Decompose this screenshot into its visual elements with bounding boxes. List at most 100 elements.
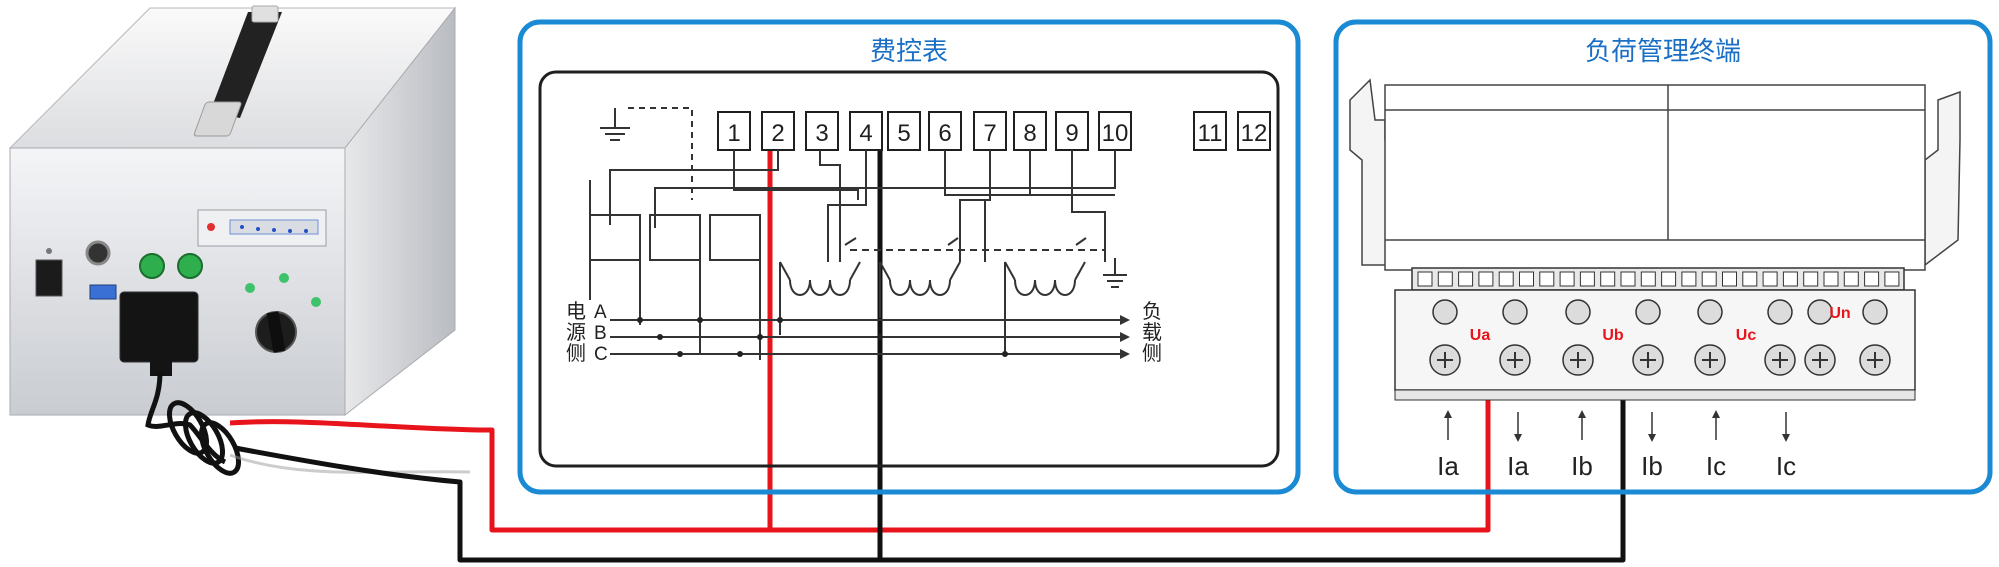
terminal-slot [1803, 271, 1819, 287]
meter-terminal-box [1055, 111, 1089, 151]
green-knob-1[interactable] [139, 253, 165, 279]
current-label: Ic [1776, 451, 1796, 481]
terminal-slot [1559, 271, 1575, 287]
voltage-label-uc: Uc [1736, 327, 1757, 344]
usb-connector-icon[interactable] [85, 240, 111, 266]
terminal-panel-border [1333, 19, 1993, 495]
terminal-slot [1742, 271, 1758, 287]
meter-terminal-label: 10 [1102, 120, 1129, 147]
meter-terminal-label: 2 [771, 120, 784, 147]
terminal-slot [1681, 271, 1697, 287]
meter-terminal-box [717, 111, 751, 151]
meter-terminal-label: 7 [983, 120, 996, 147]
load-side-label-3: 侧 [1142, 342, 1162, 365]
usb-port-icon[interactable] [89, 284, 117, 300]
terminal-screw-icon [1432, 299, 1458, 325]
terminal-slot [1722, 271, 1737, 287]
test-device [8, 5, 471, 476]
terminal-slot [1762, 271, 1778, 287]
meter-panel-title: 费控表 [870, 36, 948, 66]
voltage-label-ub: Ub [1602, 327, 1624, 344]
source-side-label-2: 源 [566, 321, 586, 344]
source-side-label-3: 侧 [566, 342, 586, 365]
terminal-slot [1437, 271, 1453, 287]
black-wire [234, 148, 1626, 563]
terminal-slot [1884, 271, 1900, 287]
terminal-slot [1417, 271, 1433, 287]
indicator-led-3 [311, 297, 321, 307]
terminal-slot [1498, 271, 1514, 287]
load-side-label-1: 负 [1142, 300, 1162, 323]
meter-diagram-frame [538, 70, 1280, 468]
phase-a-label: A [594, 302, 607, 323]
terminal-slot-row [1417, 271, 1900, 287]
junction-dots [637, 317, 1008, 357]
meter-terminal-label: 5 [897, 120, 910, 147]
indicator-led-2 [279, 273, 289, 283]
meter-terminal-label: 11 [1198, 120, 1223, 147]
source-side-label-1: 电 [566, 300, 586, 323]
terminal-slot [1519, 271, 1534, 287]
meter-terminal-box [1237, 111, 1271, 151]
meter-internal-wiring [589, 150, 1127, 360]
device-front [9, 147, 346, 416]
terminal-slot [1782, 271, 1798, 287]
indicator-led-1 [245, 283, 255, 293]
meter-terminal-box [1013, 111, 1047, 151]
terminal-slot [1579, 271, 1595, 287]
terminal-slot [1701, 271, 1717, 287]
green-knob-2[interactable] [177, 253, 203, 279]
phase-b-label: B [594, 323, 607, 344]
power-plug[interactable] [119, 291, 199, 363]
terminal-screw-icon [1565, 299, 1591, 325]
terminal-slot [1823, 271, 1839, 287]
load-side-label-2: 载 [1142, 321, 1162, 344]
terminal-slot [1843, 271, 1859, 287]
phase-c-label: C [594, 344, 608, 365]
terminal-screw-icon [1767, 299, 1793, 325]
terminal-slot [1539, 271, 1555, 287]
meter-terminal-label: 1 [727, 120, 740, 147]
meter-terminal-label: 3 [815, 120, 828, 147]
red-wire [229, 148, 1491, 533]
meter-terminal-label: 9 [1065, 120, 1078, 147]
terminal-screws [1429, 299, 1891, 376]
meter-terminal-label: 12 [1241, 120, 1268, 147]
ground-icon [600, 108, 630, 141]
current-label: Ia [1437, 451, 1459, 481]
terminal-panel-title: 负荷管理终端 [1585, 36, 1741, 66]
voltage-label-ua: Ua [1470, 327, 1491, 344]
terminal-slot [1478, 271, 1494, 287]
current-label: Ib [1641, 451, 1663, 481]
meter-terminal-box [849, 111, 883, 151]
terminal-slot [1864, 271, 1880, 287]
meter-terminal-box [973, 111, 1007, 151]
power-indicator-icon [46, 248, 52, 254]
phase-arrows [1120, 315, 1130, 359]
power-switch[interactable] [35, 259, 63, 297]
current-label: Ib [1571, 451, 1593, 481]
meter-panel-border [517, 19, 1301, 495]
terminal-screw-icon [1697, 299, 1723, 325]
status-led-icon [207, 223, 215, 231]
meter-terminal-label: 6 [938, 120, 951, 147]
terminal-slot [1620, 271, 1636, 287]
meter-terminal-box [1193, 111, 1227, 151]
terminal-screw-icon [1862, 299, 1888, 325]
terminal-slot [1640, 271, 1656, 287]
terminal-screw-icon [1807, 299, 1833, 325]
display-screen [229, 219, 319, 235]
meter-terminal-box [887, 111, 921, 151]
voltage-label-un: Un [1829, 305, 1850, 322]
current-label: Ia [1507, 451, 1529, 481]
meter-terminal-box [928, 111, 962, 151]
carry-handle[interactable] [193, 5, 282, 137]
terminal-screw-icon [1502, 299, 1528, 325]
terminal-screw-icon [1635, 299, 1661, 325]
meter-terminal-box [805, 111, 839, 151]
